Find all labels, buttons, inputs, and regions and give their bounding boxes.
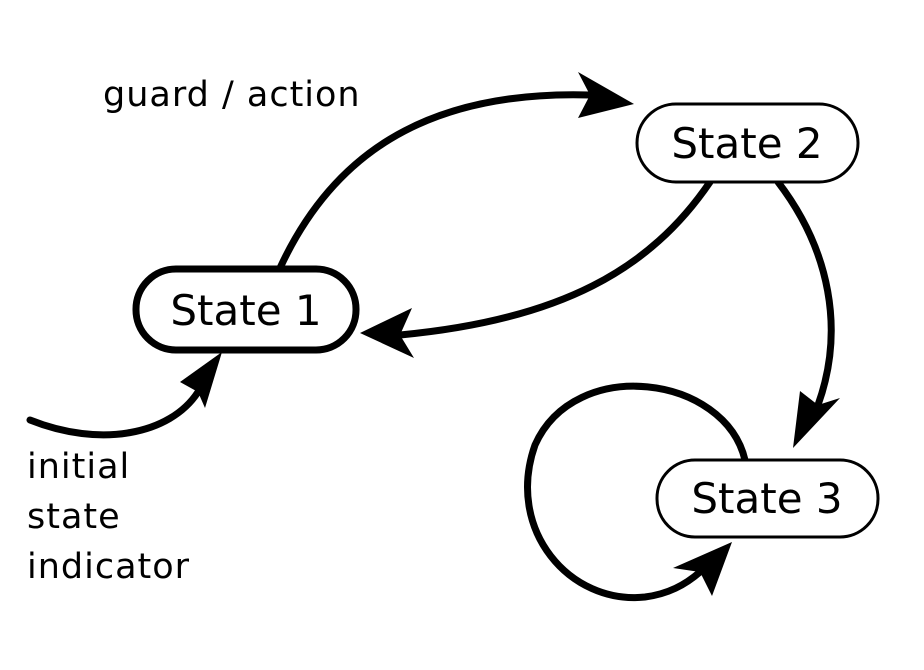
transition-state1-to-state2-arrowhead <box>578 72 634 118</box>
state-1-label: State 1 <box>170 286 321 335</box>
transition-state1-to-state2-curve <box>276 91 594 272</box>
transition-guard-action-label: guard / action <box>103 75 361 115</box>
initial-label-line-2: state <box>27 497 121 537</box>
state-3-node[interactable]: State 3 <box>655 458 880 539</box>
state-1-box <box>132 265 360 354</box>
transition-state2-to-state3-curve <box>774 178 835 409</box>
transition-state3-self-loop <box>524 382 749 602</box>
transition-state2-to-state1-arrowhead <box>360 308 414 358</box>
state-3-box <box>655 458 880 539</box>
transition-state1-to-state2 <box>276 72 634 272</box>
transition-state2-to-state1-curve <box>396 178 714 339</box>
state-1-node[interactable]: State 1 <box>132 265 360 354</box>
initial-label-line-3: indicator <box>27 547 190 587</box>
transition-state2-to-state1 <box>360 178 714 358</box>
transition-state3-self-loop-arrowhead <box>673 542 732 596</box>
initial-label-line-1: initial <box>27 447 130 487</box>
transition-state2-to-state3-arrowhead <box>793 391 840 448</box>
initial-state-indicator-curve <box>26 388 202 439</box>
initial-state-indicator <box>26 352 222 439</box>
state-3-label: State 3 <box>691 474 842 523</box>
transition-state2-to-state3 <box>774 178 840 448</box>
state-2-node[interactable]: State 2 <box>635 102 860 184</box>
initial-state-indicator-arrowhead <box>180 352 222 408</box>
state-2-label: State 2 <box>671 119 822 168</box>
state-2-box <box>635 102 860 184</box>
transition-state3-self-loop-curve <box>524 382 749 602</box>
